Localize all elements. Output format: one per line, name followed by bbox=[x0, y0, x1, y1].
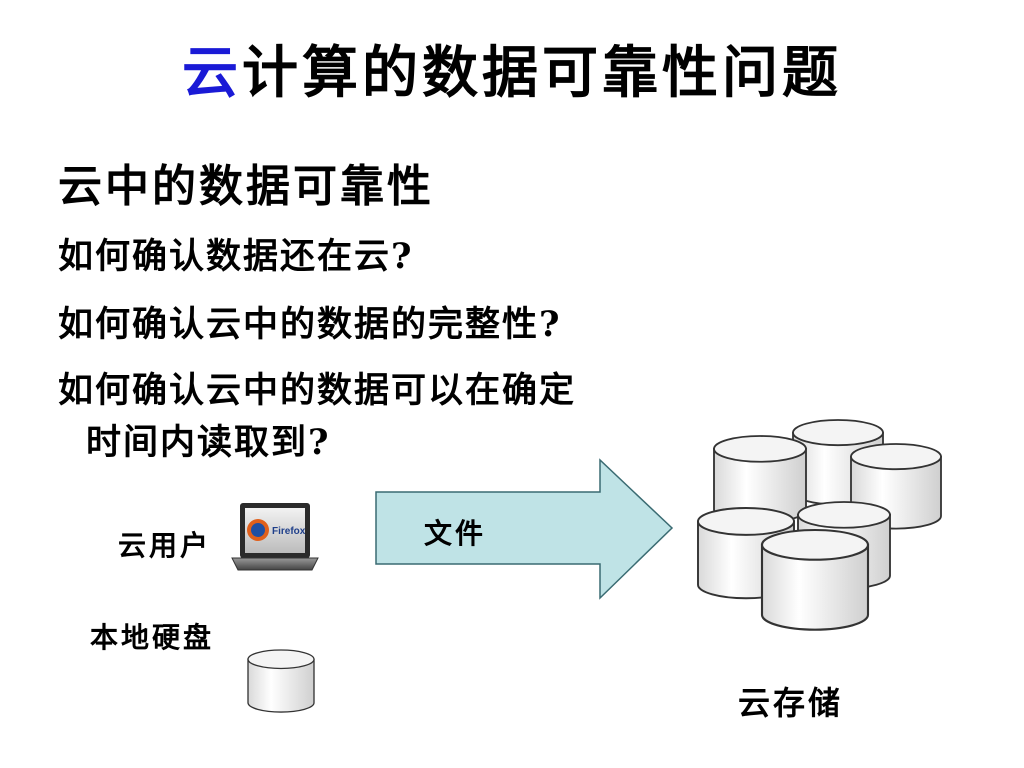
question-1: 如何确认数据还在云? bbox=[58, 236, 414, 277]
laptop-screen-text: Firefox bbox=[272, 526, 306, 537]
cloud-storage-label: 云存储 bbox=[738, 684, 844, 722]
question-2: 如何确认云中的数据的完整性? bbox=[58, 304, 562, 345]
title-rest: 计算的数据可靠性问题 bbox=[242, 40, 842, 106]
upload-arrow bbox=[375, 458, 674, 600]
cloud-user-label: 云用户 bbox=[118, 529, 212, 562]
subtitle: 云中的数据可靠性 bbox=[58, 161, 434, 212]
question-3: 如何确认云中的数据可以在确定 bbox=[58, 370, 577, 411]
question-3-continued: 时间内读取到? bbox=[86, 422, 331, 463]
cloud-storage-icon bbox=[696, 419, 942, 631]
title-highlight: 云 bbox=[182, 40, 242, 106]
file-label: 文件 bbox=[424, 517, 487, 550]
laptop-icon: Firefox bbox=[231, 503, 319, 571]
local-disk-label: 本地硬盘 bbox=[90, 621, 215, 654]
local-disk-icon bbox=[247, 649, 315, 713]
slide-title: 云计算的数据可靠性问题 bbox=[0, 28, 1024, 109]
